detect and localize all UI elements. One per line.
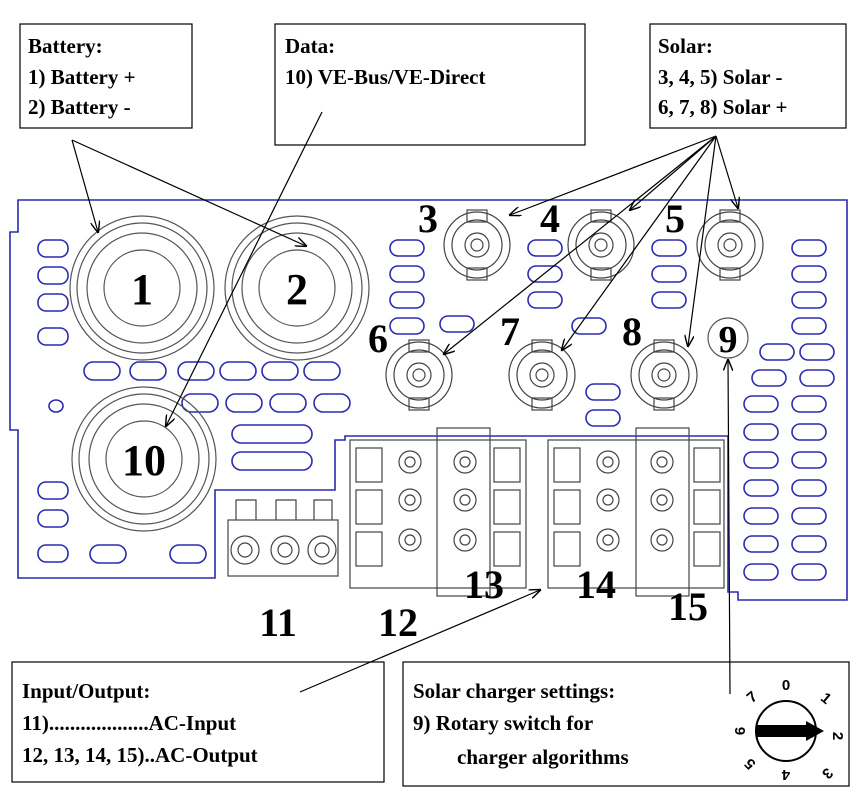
battery-line-1: 1) Battery + (28, 65, 136, 89)
gland-1 (69, 215, 215, 361)
label-3: 3 (418, 196, 438, 241)
label-15: 15 (668, 584, 708, 629)
component-numbers: 1 2 3 4 5 6 7 8 9 10 11 12 13 14 15 (122, 196, 738, 645)
dial-0: 0 (782, 677, 790, 694)
gland-2 (224, 215, 370, 361)
data-box: Data: 10) VE-Bus/VE-Direct (274, 23, 586, 146)
dial-2: 2 (829, 732, 846, 740)
connector-3 (443, 209, 511, 281)
label-2: 2 (286, 265, 308, 314)
solar-line-2: 6, 7, 8) Solar + (658, 95, 787, 119)
label-1: 1 (131, 265, 153, 314)
label-7: 7 (500, 309, 520, 354)
battery-title: Battery: (28, 34, 103, 58)
ac-input-terminal-11 (227, 499, 339, 577)
label-4: 4 (540, 196, 560, 241)
label-13: 13 (464, 562, 504, 607)
io-title: Input/Output: (22, 679, 150, 703)
vent-slots-right (743, 239, 835, 581)
solar-title: Solar: (658, 34, 713, 58)
label-14: 14 (576, 562, 616, 607)
ac-output-terminals-14-15 (547, 427, 725, 597)
charger-title: Solar charger settings: (413, 679, 615, 703)
gland-10 (71, 386, 217, 532)
vent-slots-middle (389, 239, 687, 427)
connector-5 (696, 209, 764, 281)
label-9: 9 (719, 319, 738, 361)
connector-7 (508, 339, 576, 411)
io-box: Input/Output: 11)...................AC-I… (11, 661, 385, 783)
label-12: 12 (378, 600, 418, 645)
solar-box: Solar: 3, 4, 5) Solar - 6, 7, 8) Solar + (649, 23, 847, 129)
device-outline (9, 199, 848, 601)
io-line-1: 11)...................AC-Input (22, 711, 236, 735)
dial-6: 6 (732, 727, 749, 735)
label-5: 5 (665, 196, 685, 241)
label-10: 10 (122, 436, 166, 485)
label-8: 8 (622, 309, 642, 354)
io-line-2: 12, 13, 14, 15)..AC-Output (22, 743, 258, 767)
ac-output-terminals-12-13 (349, 427, 527, 597)
vent-slots-left (37, 239, 351, 564)
charger-box: Solar charger settings: 9) Rotary switch… (402, 661, 850, 787)
data-title: Data: (285, 34, 335, 58)
battery-box: Battery: 1) Battery + 2) Battery - (19, 23, 193, 129)
connector-8 (630, 339, 698, 411)
charger-line-2: charger algorithms (457, 745, 629, 769)
label-11: 11 (259, 600, 297, 645)
battery-line-2: 2) Battery - (28, 95, 131, 119)
dial-4: 4 (781, 766, 790, 783)
pointer-arrows (71, 111, 738, 695)
connector-6 (385, 339, 453, 411)
label-6: 6 (368, 316, 388, 361)
rotary-switch-9 (707, 317, 749, 359)
charger-line-1: 9) Rotary switch for (413, 711, 593, 735)
solar-line-1: 3, 4, 5) Solar - (658, 65, 782, 89)
solar-connectors (385, 209, 764, 411)
connector-4 (567, 209, 635, 281)
data-line-1: 10) VE-Bus/VE-Direct (285, 65, 485, 89)
